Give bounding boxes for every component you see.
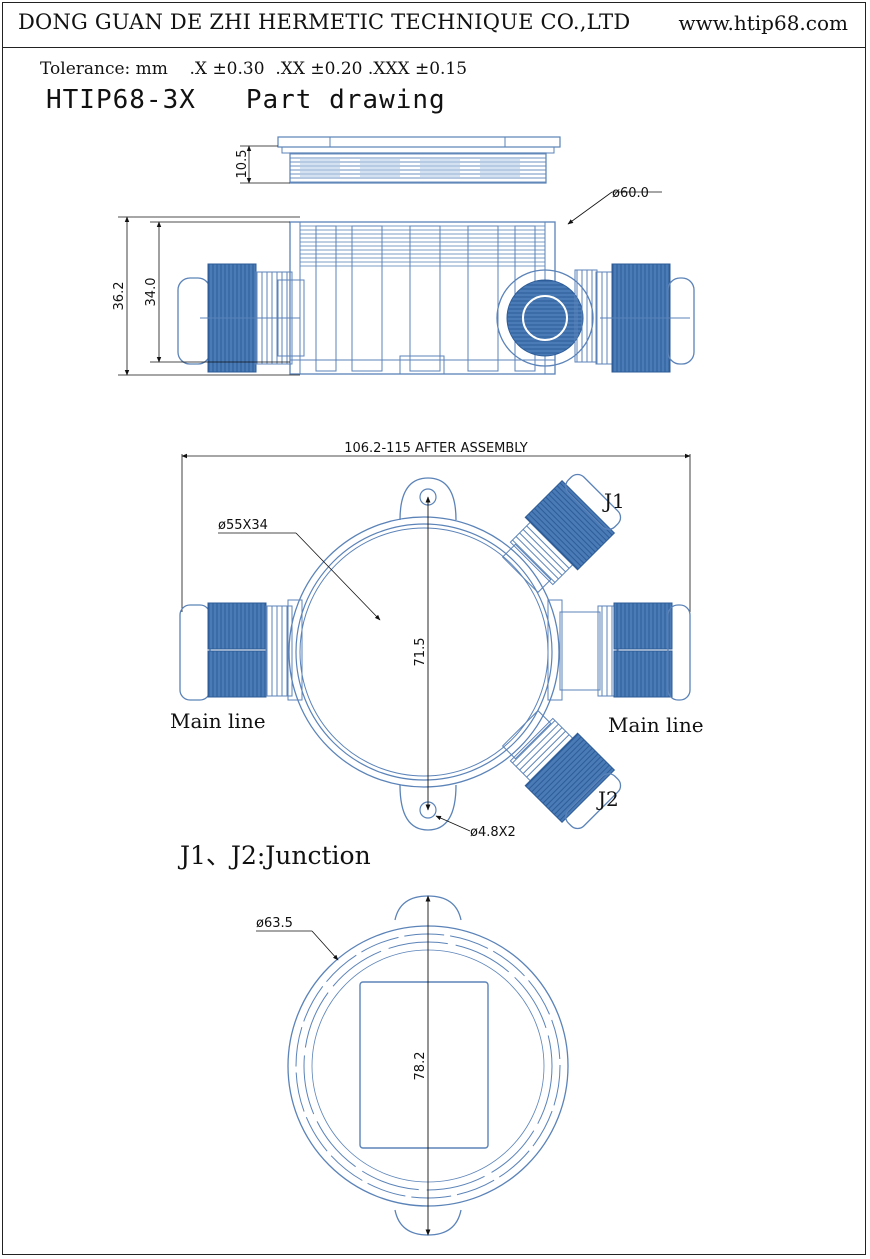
dim-inner-size: ø55X34 — [218, 518, 268, 533]
title-block: DONG GUAN DE ZHI HERMETIC TECHNIQUE CO.,… — [2, 2, 866, 48]
dim-hole-spacing: 71.5 — [413, 638, 428, 667]
label-main-line-right: Main line — [608, 713, 704, 737]
dim-body-height: 34.0 — [144, 278, 159, 307]
tolerance-note: Tolerance: mm .X ±0.30 .XX ±0.20 .XXX ±0… — [40, 59, 468, 79]
dim-lid-length: 78.2 — [413, 1052, 428, 1081]
j2-cable-gland — [501, 709, 622, 830]
drawing-title: HTIP68-3X Part drawing — [46, 85, 446, 115]
website-url: www.htip68.com — [678, 11, 848, 35]
dim-assembly-width: 106.2-115 AFTER ASSEMBLY — [344, 441, 528, 456]
right-main-line-gland — [547, 599, 691, 701]
dim-lid-height: 10.5 — [235, 150, 250, 179]
box-body-side — [289, 221, 556, 375]
top-view: 106.2-115 AFTER ASSEMBLY — [170, 441, 704, 840]
side-view: 10.5 — [112, 136, 695, 376]
front-cable-gland-side — [496, 269, 598, 367]
company-name: DONG GUAN DE ZHI HERMETIC TECHNIQUE CO.,… — [18, 10, 631, 34]
right-cable-gland-side — [595, 263, 695, 373]
junction-legend: J1、J2:Junction — [177, 841, 371, 870]
label-main-line-left: Main line — [170, 709, 266, 733]
dim-mounting-holes: ø4.8X2 — [470, 825, 516, 840]
dim-total-height: 36.2 — [112, 282, 127, 311]
j1-cable-gland — [501, 473, 622, 594]
label-j2: J2 — [596, 787, 619, 811]
label-area — [359, 981, 489, 1149]
dim-lid-diameter: ø63.5 — [256, 916, 293, 931]
left-main-line-gland — [179, 599, 303, 701]
dim-side-diameter: ø60.0 — [612, 186, 649, 201]
lid-view: 78.2 ø63.5 — [256, 895, 569, 1236]
lid-side — [277, 136, 561, 184]
label-j1: J1 — [602, 489, 625, 513]
left-cable-gland-side — [177, 263, 305, 373]
